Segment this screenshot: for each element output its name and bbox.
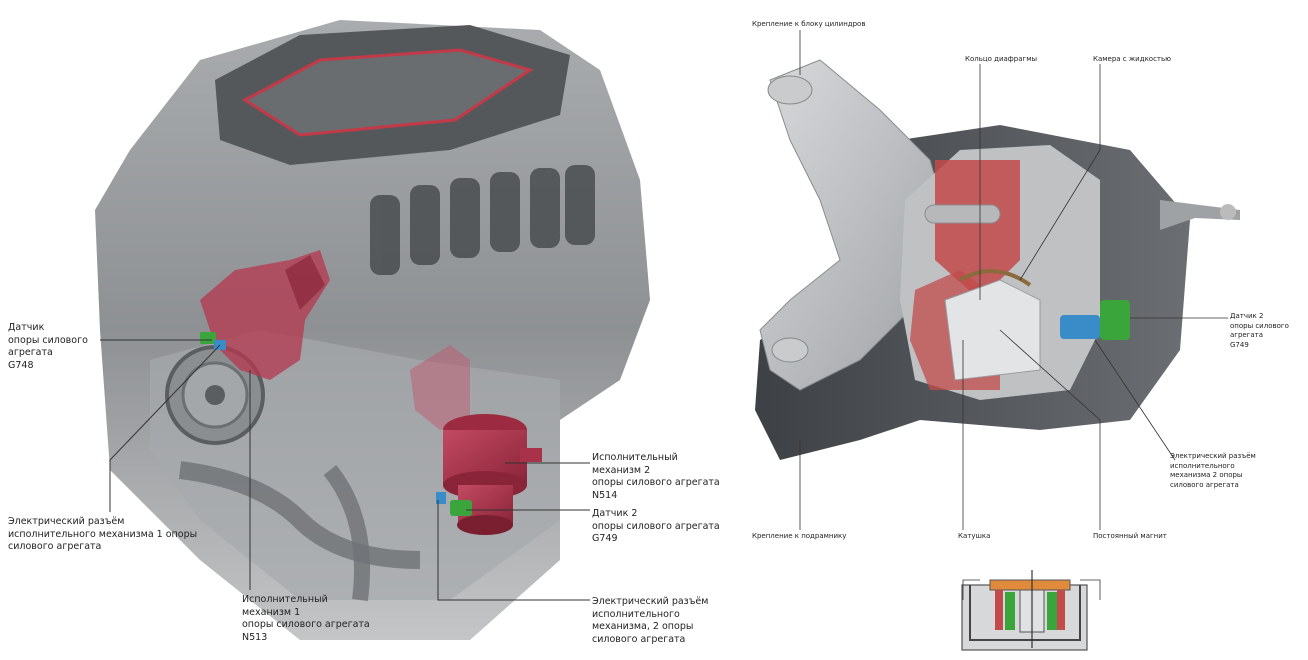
cutaway-sensor-2: [1100, 300, 1130, 340]
label-diaphragm-ring: Кольцо диафрагмы: [965, 55, 1038, 63]
label-fluid-chamber: Камера с жидкостью: [1093, 55, 1172, 63]
leader-lines: [100, 339, 590, 601]
label-sensor-2: Датчик 2 опоры силового агрегата G749: [592, 508, 720, 544]
sensor-2: [450, 500, 472, 516]
label-actuator-1: Исполнительный механизм 1 опоры силового…: [242, 594, 370, 643]
mount-2-bracket: [410, 345, 470, 430]
label-actuator-2: Исполнительный механизм 2 опоры силового…: [592, 452, 720, 501]
connector-2: [436, 492, 446, 504]
block-mount-bracket: [759, 59, 951, 391]
coil-magnet-schematic: [961, 570, 1101, 651]
mount-housing: [900, 145, 1100, 400]
subframe: [755, 125, 1190, 460]
label-cutaway-connector-2: Электрический разъём исполнительного мех…: [1170, 452, 1256, 489]
label-block-mount: Крепление к блоку цилиндров: [752, 20, 866, 28]
cutaway-leader-lines: [799, 30, 1228, 530]
label-connector-2: Электрический разъём исполнительного мех…: [592, 596, 709, 645]
sensor-1: [200, 332, 216, 344]
label-connector-1: Электрический разъём исполнительного мех…: [8, 516, 198, 552]
actuator-2: [443, 414, 542, 535]
label-subframe-mount: Крепление к подрамнику: [752, 532, 847, 540]
cutaway-connector-2: [1060, 315, 1100, 339]
label-sensor-1: Датчик опоры силового агрегата G748: [8, 322, 88, 371]
label-cutaway-sensor-2: Датчик 2 опоры силового агрегата G749: [1230, 312, 1289, 349]
label-coil: Катушка: [958, 532, 991, 540]
engine-illustration: [95, 20, 650, 640]
label-magnet: Постоянный магнит: [1093, 532, 1167, 540]
